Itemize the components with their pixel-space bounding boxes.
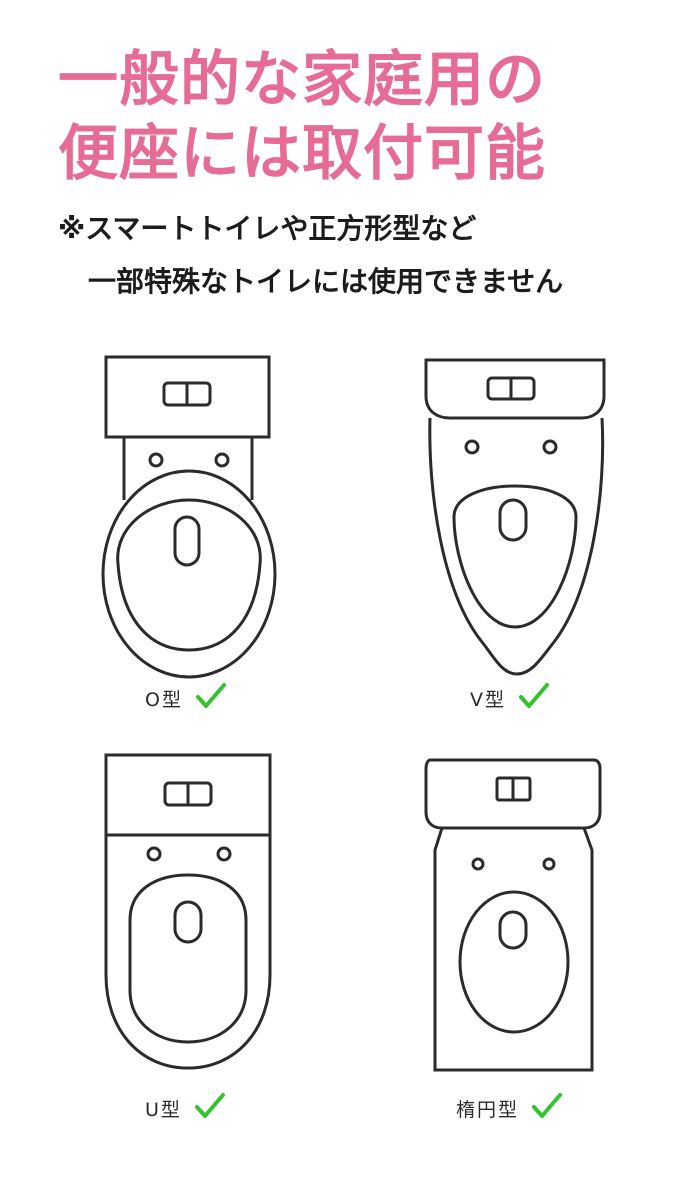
check-icon — [518, 682, 550, 714]
note-line-1: ※スマートトイレや正方形型など — [58, 212, 477, 245]
headline-line-1: 一般的な家庭用の — [58, 45, 546, 115]
type-label-elliptical: 楕円型 — [456, 1088, 563, 1128]
type-name-o: O型 — [145, 688, 183, 711]
toilet-elliptical-type-illustration — [422, 752, 604, 1082]
note-line-2: 一部特殊なトイレには使用できません — [88, 265, 564, 298]
check-icon — [531, 1092, 563, 1124]
headline-line-2: 便座には取付可能 — [58, 119, 546, 189]
toilet-o-type-illustration — [100, 352, 280, 682]
check-icon — [195, 682, 227, 714]
type-label-u: U型 — [145, 1088, 226, 1128]
type-name-elliptical: 楕円型 — [456, 1098, 520, 1121]
toilet-v-type-illustration — [422, 352, 612, 682]
check-icon — [194, 1092, 226, 1124]
type-label-v: V型 — [470, 678, 550, 718]
toilet-u-type-illustration — [100, 750, 280, 1080]
type-name-u: U型 — [145, 1098, 182, 1121]
type-name-v: V型 — [470, 688, 506, 711]
type-label-o: O型 — [145, 678, 227, 718]
